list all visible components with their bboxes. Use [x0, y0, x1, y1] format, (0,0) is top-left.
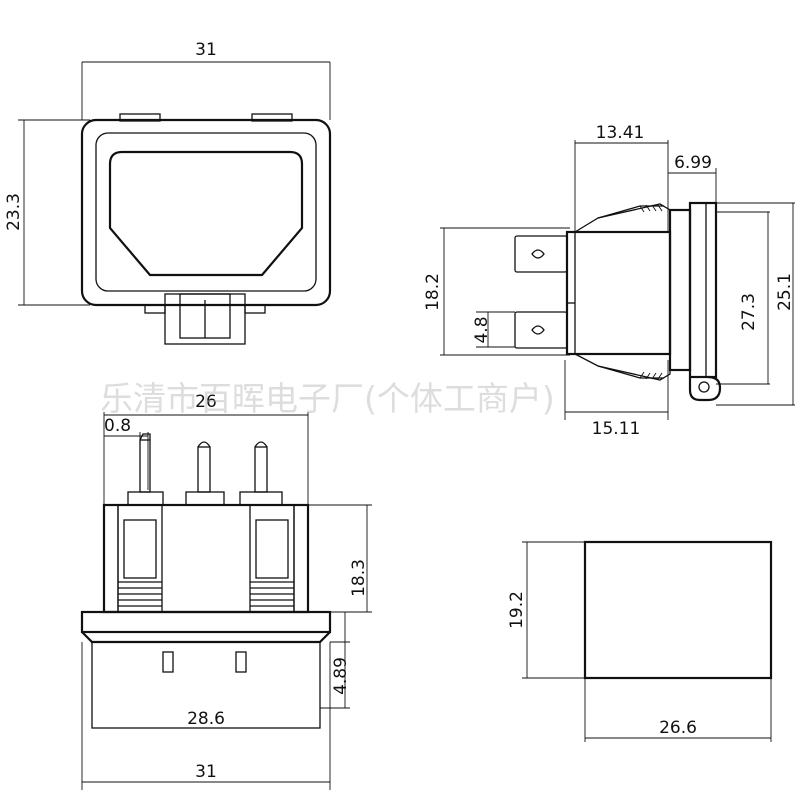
side-bottom-label: 15.11 [592, 419, 641, 439]
watermark-text: 乐清市百晖电子厂(个体工商户) [100, 379, 555, 418]
front-body-outline [80, 118, 332, 307]
bottom-flange-label: 4.89 [331, 657, 351, 695]
front-height-label: 23.3 [4, 193, 24, 231]
cutout-width-label: 26.6 [659, 718, 697, 738]
cutout-height-label: 19.2 [507, 591, 527, 629]
bottom-width-label: 31 [195, 762, 217, 782]
bottom-inner-width-label: 28.6 [187, 709, 225, 729]
bottom-top-label: 26 [195, 392, 217, 412]
bottom-pin-label: 0.8 [104, 416, 131, 436]
bottom-height-label: 18.3 [349, 559, 369, 597]
cutout-rectangle [583, 540, 773, 680]
side-top-label: 13.41 [596, 123, 645, 143]
side-left-label: 18.2 [423, 273, 443, 311]
socket-opening [108, 150, 304, 277]
side-mid-label: 27.3 [739, 293, 759, 331]
side-top-right-label: 6.99 [674, 153, 712, 173]
side-pin-label: 4.8 [472, 316, 492, 343]
front-view: 31 23.3 [4, 40, 332, 345]
side-right-label: 25.1 [775, 273, 795, 311]
bottom-view: 26 0.8 [80, 392, 372, 790]
cutout-view: 19.2 26.6 [507, 540, 773, 742]
side-view: 13.41 6.99 18.2 4.8 27.3 25.1 15.11 [423, 123, 795, 439]
front-width-label: 31 [195, 40, 217, 60]
